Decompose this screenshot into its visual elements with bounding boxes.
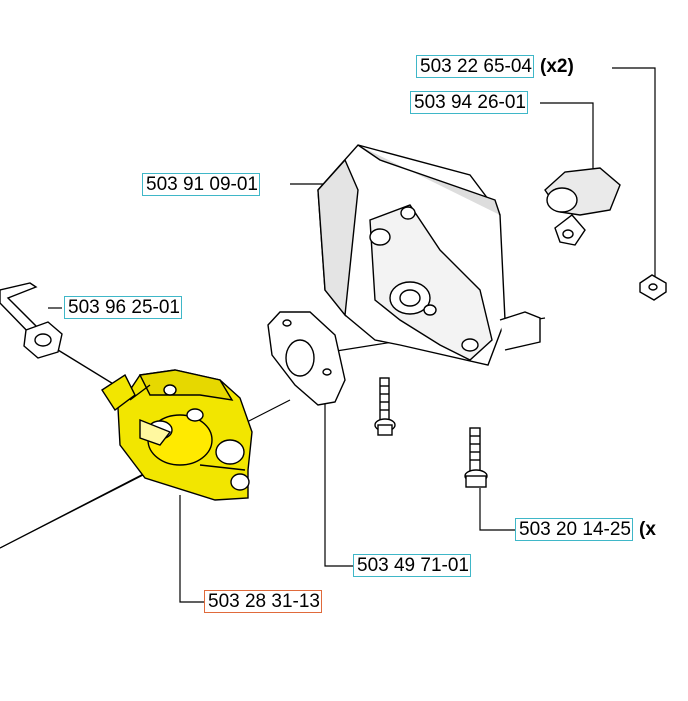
carburetor-drawing <box>101 369 253 501</box>
part-label-503-91-09-01[interactable]: 503 91 09-01 <box>142 173 260 196</box>
bolt-lower-drawing <box>464 427 488 488</box>
leader-line-503-94-26-01 <box>540 102 594 170</box>
leader-line-503-22-65-04 <box>612 67 656 285</box>
bolt-upper-drawing <box>374 377 396 436</box>
part-number-link[interactable]: 503 49 71-01 <box>353 554 471 577</box>
part-label-503-96-25-01[interactable]: 503 96 25-01 <box>64 296 182 319</box>
intake-elbow-drawing <box>317 144 541 366</box>
part-label-503-94-26-01[interactable]: 503 94 26-01 <box>410 91 528 114</box>
part-label-503-49-71-01[interactable]: 503 49 71-01 <box>353 554 471 577</box>
part-label-503-28-31-13[interactable]: 503 28 31-13 <box>204 590 322 613</box>
nut-drawing <box>639 274 667 301</box>
part-label-503-22-65-04[interactable]: 503 22 65-04 (x2) <box>416 55 574 78</box>
part-label-503-20-14-25[interactable]: 503 20 14-25 (x <box>515 518 656 541</box>
part-number-link[interactable]: 503 22 65-04 <box>416 55 534 78</box>
part-number-link-selected[interactable]: 503 28 31-13 <box>204 590 322 613</box>
quantity-text: (x <box>639 519 656 540</box>
leader-line-503-28-31-13 <box>179 495 205 603</box>
leader-line-503-49-71-01 <box>324 402 354 567</box>
throttle-rod <box>0 282 116 386</box>
axis-line-left <box>0 467 156 549</box>
part-number-link[interactable]: 503 91 09-01 <box>142 173 260 196</box>
impulse-sleeve-drawing <box>544 167 621 246</box>
leader-line-503-20-14-25 <box>479 488 515 531</box>
part-number-link[interactable]: 503 94 26-01 <box>410 91 528 114</box>
gasket-drawing <box>267 311 346 406</box>
part-number-link[interactable]: 503 20 14-25 <box>515 518 633 541</box>
part-number-link[interactable]: 503 96 25-01 <box>64 296 182 319</box>
quantity-text: (x2) <box>540 56 574 77</box>
